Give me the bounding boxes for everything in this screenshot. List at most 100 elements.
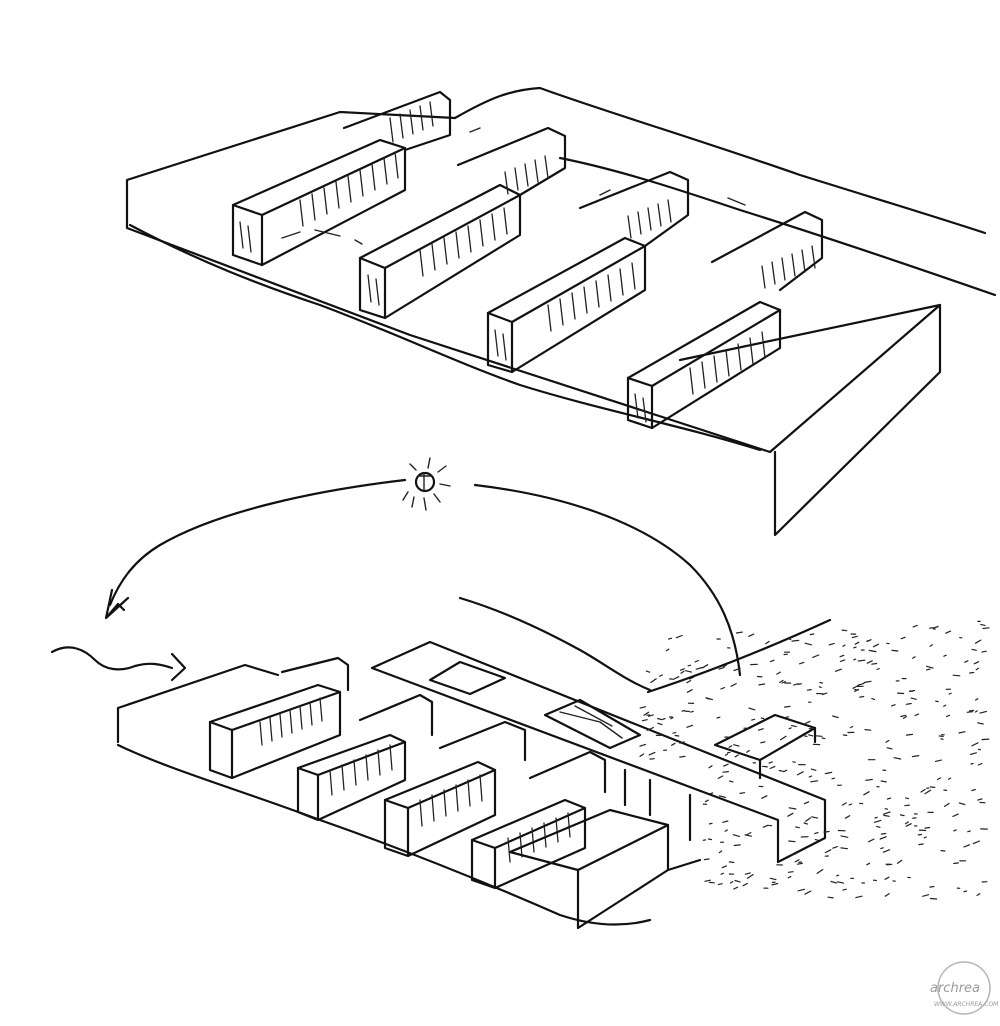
stipple-mark <box>943 654 947 657</box>
stipple-mark <box>681 709 685 712</box>
stipple-mark <box>797 683 803 686</box>
stipple-mark <box>716 716 721 719</box>
stipple-mark <box>708 765 713 769</box>
stipple-mark <box>947 777 952 780</box>
stipple-mark <box>717 883 723 886</box>
lower-pavilion <box>713 713 817 780</box>
stipple-mark <box>679 668 685 671</box>
stipple-mark <box>723 763 729 767</box>
stipple-mark <box>704 799 709 803</box>
stipple-mark <box>896 859 903 864</box>
stipple-mark <box>657 722 663 726</box>
stipple-mark <box>769 877 777 881</box>
stipple-mark <box>863 680 872 684</box>
stipple-mark <box>810 780 819 783</box>
stipple-mark <box>904 804 911 807</box>
stipple-mark <box>866 862 871 866</box>
stipple-mark <box>776 671 781 675</box>
stipple-mark <box>945 630 952 634</box>
stipple-mark <box>723 664 727 668</box>
stipple-mark <box>793 683 799 686</box>
stipple-mark <box>952 674 961 677</box>
stipple-mark <box>768 761 773 764</box>
stipple-mark <box>855 895 863 899</box>
stipple-mark <box>650 678 657 684</box>
stipple-mark <box>884 876 890 880</box>
upper-bar-3 <box>486 170 690 374</box>
stipple-mark <box>918 843 924 846</box>
upper-plinth-top <box>125 110 942 537</box>
stipple-mark <box>705 697 714 701</box>
stipple-mark <box>791 639 800 642</box>
stipple-mark <box>880 832 887 835</box>
lower-bar-5-front <box>508 808 670 872</box>
stipple-mark <box>929 644 934 647</box>
stipple-mark <box>952 813 959 818</box>
stipple-mark <box>646 726 655 731</box>
upper-terrain-line-back <box>453 86 987 235</box>
stipple-mark <box>806 688 812 691</box>
stipple-mark <box>639 743 647 747</box>
stipple-mark <box>645 670 651 673</box>
stipple-mark <box>797 888 806 892</box>
stipple-mark <box>823 830 830 833</box>
stipple-mark <box>686 689 693 693</box>
stipple-mark <box>967 830 971 833</box>
stipple-mark <box>703 858 710 861</box>
stipple-mark <box>670 716 674 720</box>
upper-bar-1 <box>231 90 452 267</box>
stipple-mark <box>656 717 662 721</box>
stipple-mark <box>848 803 853 806</box>
stipple-mark <box>912 656 916 659</box>
stippled-water-texture <box>639 620 990 900</box>
stipple-mark <box>785 716 790 718</box>
stipple-mark <box>670 742 676 746</box>
stipple-mark <box>730 682 737 687</box>
stipple-mark <box>814 838 819 841</box>
stipple-mark <box>704 879 711 882</box>
stipple-mark <box>718 666 725 670</box>
stipple-mark <box>966 711 974 713</box>
stipple-mark <box>709 792 714 795</box>
stipple-mark <box>779 679 784 684</box>
stipple-mark <box>824 771 833 775</box>
stipple-mark <box>964 660 969 663</box>
stipple-mark <box>905 823 912 827</box>
stipple-mark <box>771 882 779 886</box>
stipple-mark <box>821 692 828 696</box>
stipple-mark <box>871 697 876 701</box>
stipple-mark <box>815 735 823 737</box>
stipple-mark <box>854 688 860 692</box>
stipple-mark <box>974 710 978 713</box>
stipple-mark <box>831 777 836 780</box>
stipple-mark <box>639 706 647 709</box>
stipple-mark <box>679 755 686 758</box>
wind-arrow-line <box>50 646 174 671</box>
wind-arrowhead <box>170 652 187 682</box>
stipple-mark <box>788 727 792 730</box>
stipple-mark <box>735 631 743 634</box>
lower-pool-detail <box>559 705 623 739</box>
stipple-mark <box>853 658 857 661</box>
stipple-mark <box>977 762 983 766</box>
stipple-mark <box>760 717 765 720</box>
stipple-mark <box>814 831 819 835</box>
stipple-mark <box>864 728 872 731</box>
stipple-mark <box>868 649 877 653</box>
stipple-mark <box>830 880 838 884</box>
sun-path-arc-right <box>473 483 742 677</box>
stipple-mark <box>733 886 739 890</box>
stipple-mark <box>686 724 694 728</box>
stipple-mark <box>803 822 808 825</box>
stipple-mark <box>979 710 988 714</box>
stipple-mark <box>744 834 753 837</box>
stipple-mark <box>784 743 789 747</box>
stipple-mark <box>720 872 724 875</box>
stipple-mark <box>810 768 817 771</box>
stipple-mark <box>804 817 812 822</box>
stipple-mark <box>841 802 847 806</box>
stipple-mark <box>935 700 939 703</box>
stipple-mark <box>788 840 796 843</box>
stipple-mark <box>809 633 815 636</box>
